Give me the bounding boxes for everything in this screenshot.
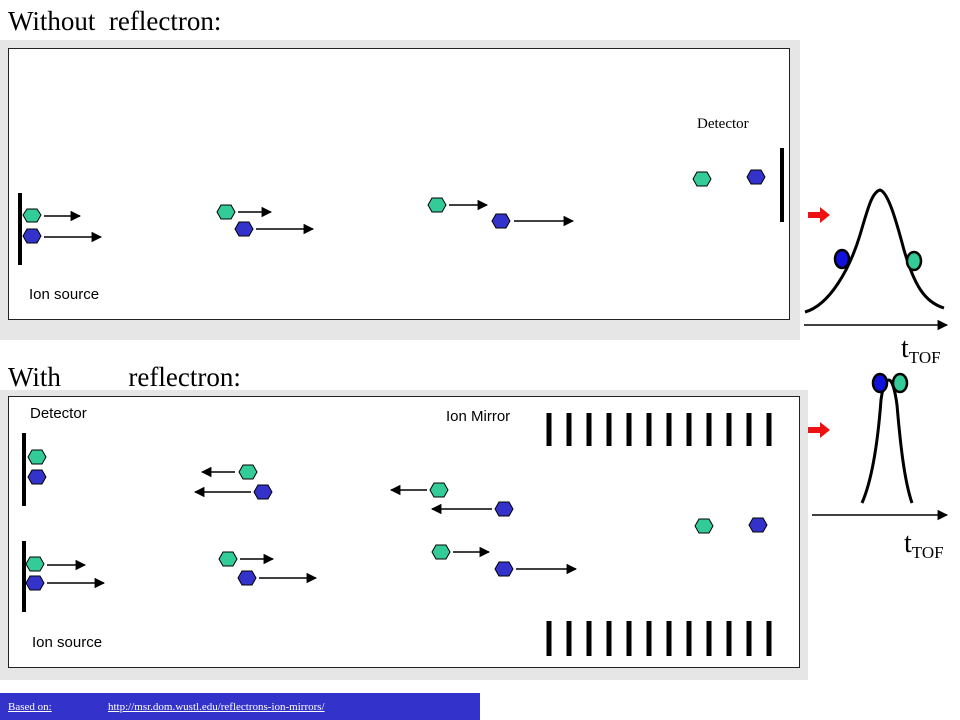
top-tof-t: t bbox=[901, 333, 909, 364]
blue-ion bbox=[25, 575, 45, 591]
with-reflectron-heading: With reflectron: bbox=[8, 362, 241, 392]
bottom-tof-subscript: TOF bbox=[911, 543, 944, 562]
red-arrow-top bbox=[808, 207, 830, 223]
bottom-tof-t: t bbox=[904, 528, 912, 559]
teal-ion bbox=[692, 171, 712, 187]
top-ion-source-label: Ion source bbox=[29, 286, 100, 303]
top-tof-peak bbox=[804, 188, 945, 314]
without-reflectron-heading: Without reflectron: bbox=[8, 6, 222, 36]
bottom-tof-peak bbox=[860, 378, 914, 504]
blue-ion bbox=[494, 501, 514, 517]
teal-ion bbox=[216, 204, 236, 220]
ion-mirror-label: Ion Mirror bbox=[446, 408, 511, 425]
red-arrow-bottom bbox=[808, 422, 830, 438]
blue-ion bbox=[748, 517, 768, 533]
teal-ion bbox=[218, 551, 238, 567]
teal-ion bbox=[27, 449, 47, 465]
bottom-ion-source-label: Ion source bbox=[32, 634, 103, 651]
teal-ion bbox=[22, 208, 42, 223]
blue-ion bbox=[494, 561, 514, 577]
blue-ion bbox=[22, 228, 42, 244]
blue-ion bbox=[237, 570, 257, 586]
teal-ion bbox=[238, 464, 258, 480]
blue-ion bbox=[27, 469, 47, 485]
bottom-detector-label: Detector bbox=[30, 405, 87, 422]
ion-mirror-bottom-electrodes bbox=[546, 621, 772, 656]
teal-ion bbox=[429, 482, 449, 498]
teal-ion bbox=[427, 197, 447, 213]
blue-ion bbox=[491, 213, 511, 229]
blue-ion bbox=[234, 221, 254, 237]
top-detector-label: Detector bbox=[697, 116, 749, 132]
footer-based-on: Based on: bbox=[8, 701, 52, 713]
footer-source-link[interactable]: http://msr.dom.wustl.edu/reflectrons-ion… bbox=[108, 701, 325, 713]
teal-ion bbox=[25, 556, 45, 572]
ion-mirror-top-electrodes bbox=[546, 413, 772, 446]
top-tof-label: tTOF bbox=[901, 333, 941, 368]
blue-ion-peak-marker bbox=[833, 248, 851, 270]
teal-ion-peak-marker bbox=[905, 250, 923, 272]
top-panel bbox=[8, 48, 790, 320]
teal-ion bbox=[431, 544, 451, 560]
teal-ion bbox=[694, 518, 714, 534]
bottom-tof-label: tTOF bbox=[904, 528, 944, 563]
blue-ion bbox=[746, 169, 766, 185]
blue-ion bbox=[253, 484, 273, 500]
teal-ion-peak-marker bbox=[891, 372, 909, 394]
top-tof-subscript: TOF bbox=[908, 348, 941, 367]
footer-bar: Based on: http://msr.dom.wustl.edu/refle… bbox=[0, 693, 480, 720]
blue-ion-peak-marker bbox=[871, 372, 889, 394]
